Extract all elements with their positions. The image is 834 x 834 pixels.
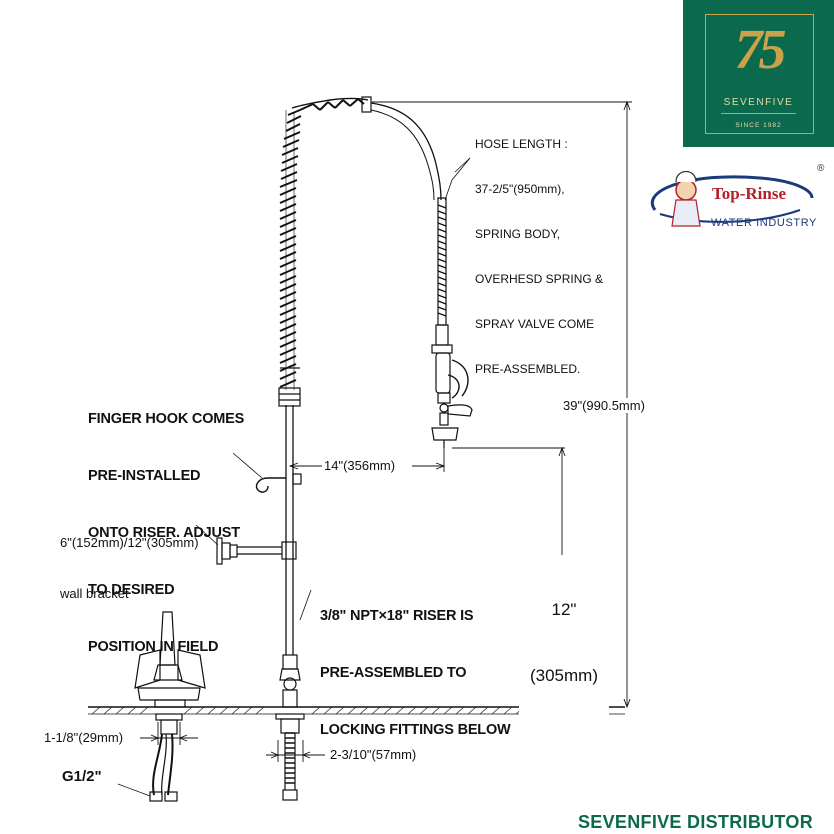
leader-lines [117,157,471,797]
hose-length-note: HOSE LENGTH : 37-2/5"(950mm), SPRING BOD… [475,107,603,407]
hose-length-line: PRE-ASSEMBLED. [475,362,581,376]
finger-hook-line: ONTO RISER. ADJUST [88,525,240,541]
sevenfive-logo-since: SINCE 1982 [735,122,782,129]
riser-line: LOCKING FITTINGS BELOW [320,722,511,738]
spray-valve [431,324,473,448]
finger-hook-line: FINGER HOOK COMES [88,411,245,427]
riser-pipe [278,367,301,655]
total-height-dimension: 39"(990.5mm) [561,398,647,413]
spring-coil [279,96,372,390]
hose-length-line: 37-2/5"(950mm), [475,182,565,196]
hose-length-line: HOSE LENGTH : [475,137,568,151]
finger-hook-line: PRE-INSTALLED [88,468,201,484]
hose [370,102,447,326]
finger-hook-note: FINGER HOOK COMES PRE-INSTALLED ONTO RIS… [88,372,244,695]
riser-line: 3/8" NPT×18" RISER IS [320,608,474,624]
finger-hook-line: POSITION IN FIELD [88,639,219,655]
hose-length-line: SPRING BODY, [475,227,561,241]
spout-height-mm: (305mm) [529,666,598,685]
hose-length-line: SPRAY VALVE COME [475,317,595,331]
mixer-tap [134,611,206,802]
toprinse-swoosh-icon [651,170,814,227]
riser-note: 3/8" NPT×18" RISER IS PRE-ASSEMBLED TO L… [320,569,511,778]
base-thread-dimension: 2-3/10"(57mm) [330,747,417,762]
sevenfive-logo-number: 75 [734,19,787,81]
finger-hook-line: TO DESIRED [88,582,175,598]
distributor-label: SEVENFIVE DISTRIBUTOR [578,812,813,832]
reach-dimension: 14"(356mm) [324,458,396,473]
toprinse-registered-mark: ® [817,163,825,174]
inlet-dimension: G1/2" [62,768,102,785]
mixer-thread-dimension: 1-1/8"(29mm) [44,730,124,745]
finger-hook [255,473,302,493]
sevenfive-logo: 75 SEVENFIVE SINCE 1982 [683,0,834,147]
wall-bracket-line: 6"(152mm)/12"(305mm) [60,535,199,550]
riser-line: PRE-ASSEMBLED TO [320,665,467,681]
wall-bracket-note: 6"(152mm)/12"(305mm) wall bracket [60,500,199,636]
spout-height-dimension: 12" (305mm) [519,555,609,731]
spout-height-inch: 12" [551,600,577,619]
sevenfive-logo-frame [705,14,814,134]
sevenfive-logo-rule [721,113,796,114]
wall-bracket [216,537,297,565]
wall-bracket-line: wall bracket [60,586,129,601]
riser-base-fitting [275,654,305,801]
sevenfive-logo-name: SEVENFIVE [723,97,794,108]
toprinse-logo-subtitle: WATER INDUSTRY [711,217,817,229]
toprinse-logo-name: Top-Rinse [712,184,787,203]
hose-length-line: OVERHESD SPRING & [475,272,604,286]
